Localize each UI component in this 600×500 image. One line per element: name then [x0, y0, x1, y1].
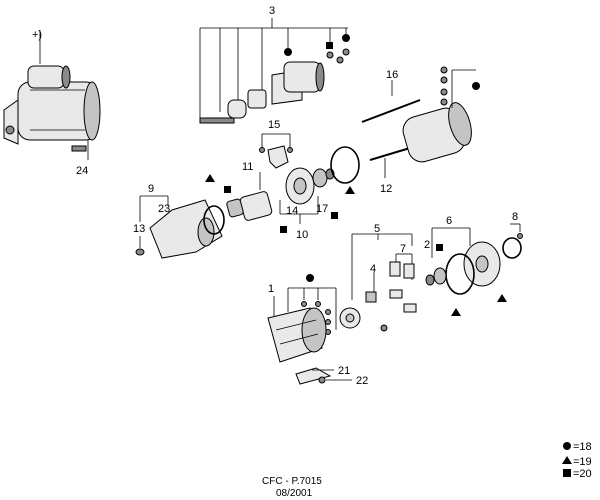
callout-21: 21 [338, 365, 350, 377]
callout-11: 11 [242, 161, 253, 173]
triangle-marker [497, 294, 507, 302]
marker-legend: =18 =19 =20 [562, 441, 592, 480]
yoke-group [267, 287, 337, 363]
callout-16: 16 [386, 69, 398, 81]
callout-3: 3 [269, 5, 275, 17]
legend-triangle-marker [562, 456, 572, 464]
callout-17: 17 [316, 203, 328, 215]
callout-6: 6 [446, 215, 452, 227]
circle-marker [342, 34, 350, 42]
drawing-date: 08/2001 [276, 488, 313, 499]
square-marker [326, 42, 333, 49]
square-marker [224, 186, 231, 193]
drawing-reference: CFC - P.7015 [262, 476, 322, 487]
callout-15: 15 [268, 119, 280, 131]
callout-7: 7 [400, 243, 406, 255]
callout-2: 2 [424, 239, 430, 251]
square-marker [280, 226, 287, 233]
legend-triangle-label: =19 [573, 456, 592, 468]
legend-square-marker [563, 469, 571, 477]
circle-marker [472, 82, 480, 90]
legend-square-label: =20 [573, 468, 592, 480]
callout-1: 1 [268, 283, 274, 295]
commutator-end-group [425, 223, 523, 295]
callout-plus: +) [32, 29, 42, 41]
square-marker [331, 212, 338, 219]
legend-circle-label: =18 [573, 441, 592, 453]
callout-22: 22 [356, 375, 368, 387]
armature-group [361, 66, 476, 178]
fork-lever [259, 133, 293, 169]
legend-circle-marker [563, 442, 571, 450]
square-marker [436, 244, 443, 251]
callout-12: 12 [380, 183, 392, 195]
callout-8: 8 [512, 211, 518, 223]
callout-5: 5 [374, 223, 380, 235]
circle-marker [284, 48, 292, 56]
callout-23: 23 [158, 203, 170, 215]
callout-24: 24 [76, 165, 88, 177]
cover-group [295, 367, 352, 385]
callout-4: 4 [370, 263, 376, 275]
solenoid-group [199, 18, 350, 124]
triangle-marker [205, 174, 215, 182]
callout-13: 13 [133, 223, 145, 235]
callout-14: 14 [286, 205, 298, 217]
drive-end-housing [135, 195, 225, 259]
triangle-marker [451, 308, 461, 316]
starter-motor-assembly [3, 30, 101, 160]
drive-group [226, 146, 360, 224]
brush-holder-group [339, 233, 417, 332]
callout-9: 9 [148, 183, 154, 195]
callout-10: 10 [296, 229, 308, 241]
circle-marker [306, 274, 314, 282]
triangle-marker [345, 186, 355, 194]
